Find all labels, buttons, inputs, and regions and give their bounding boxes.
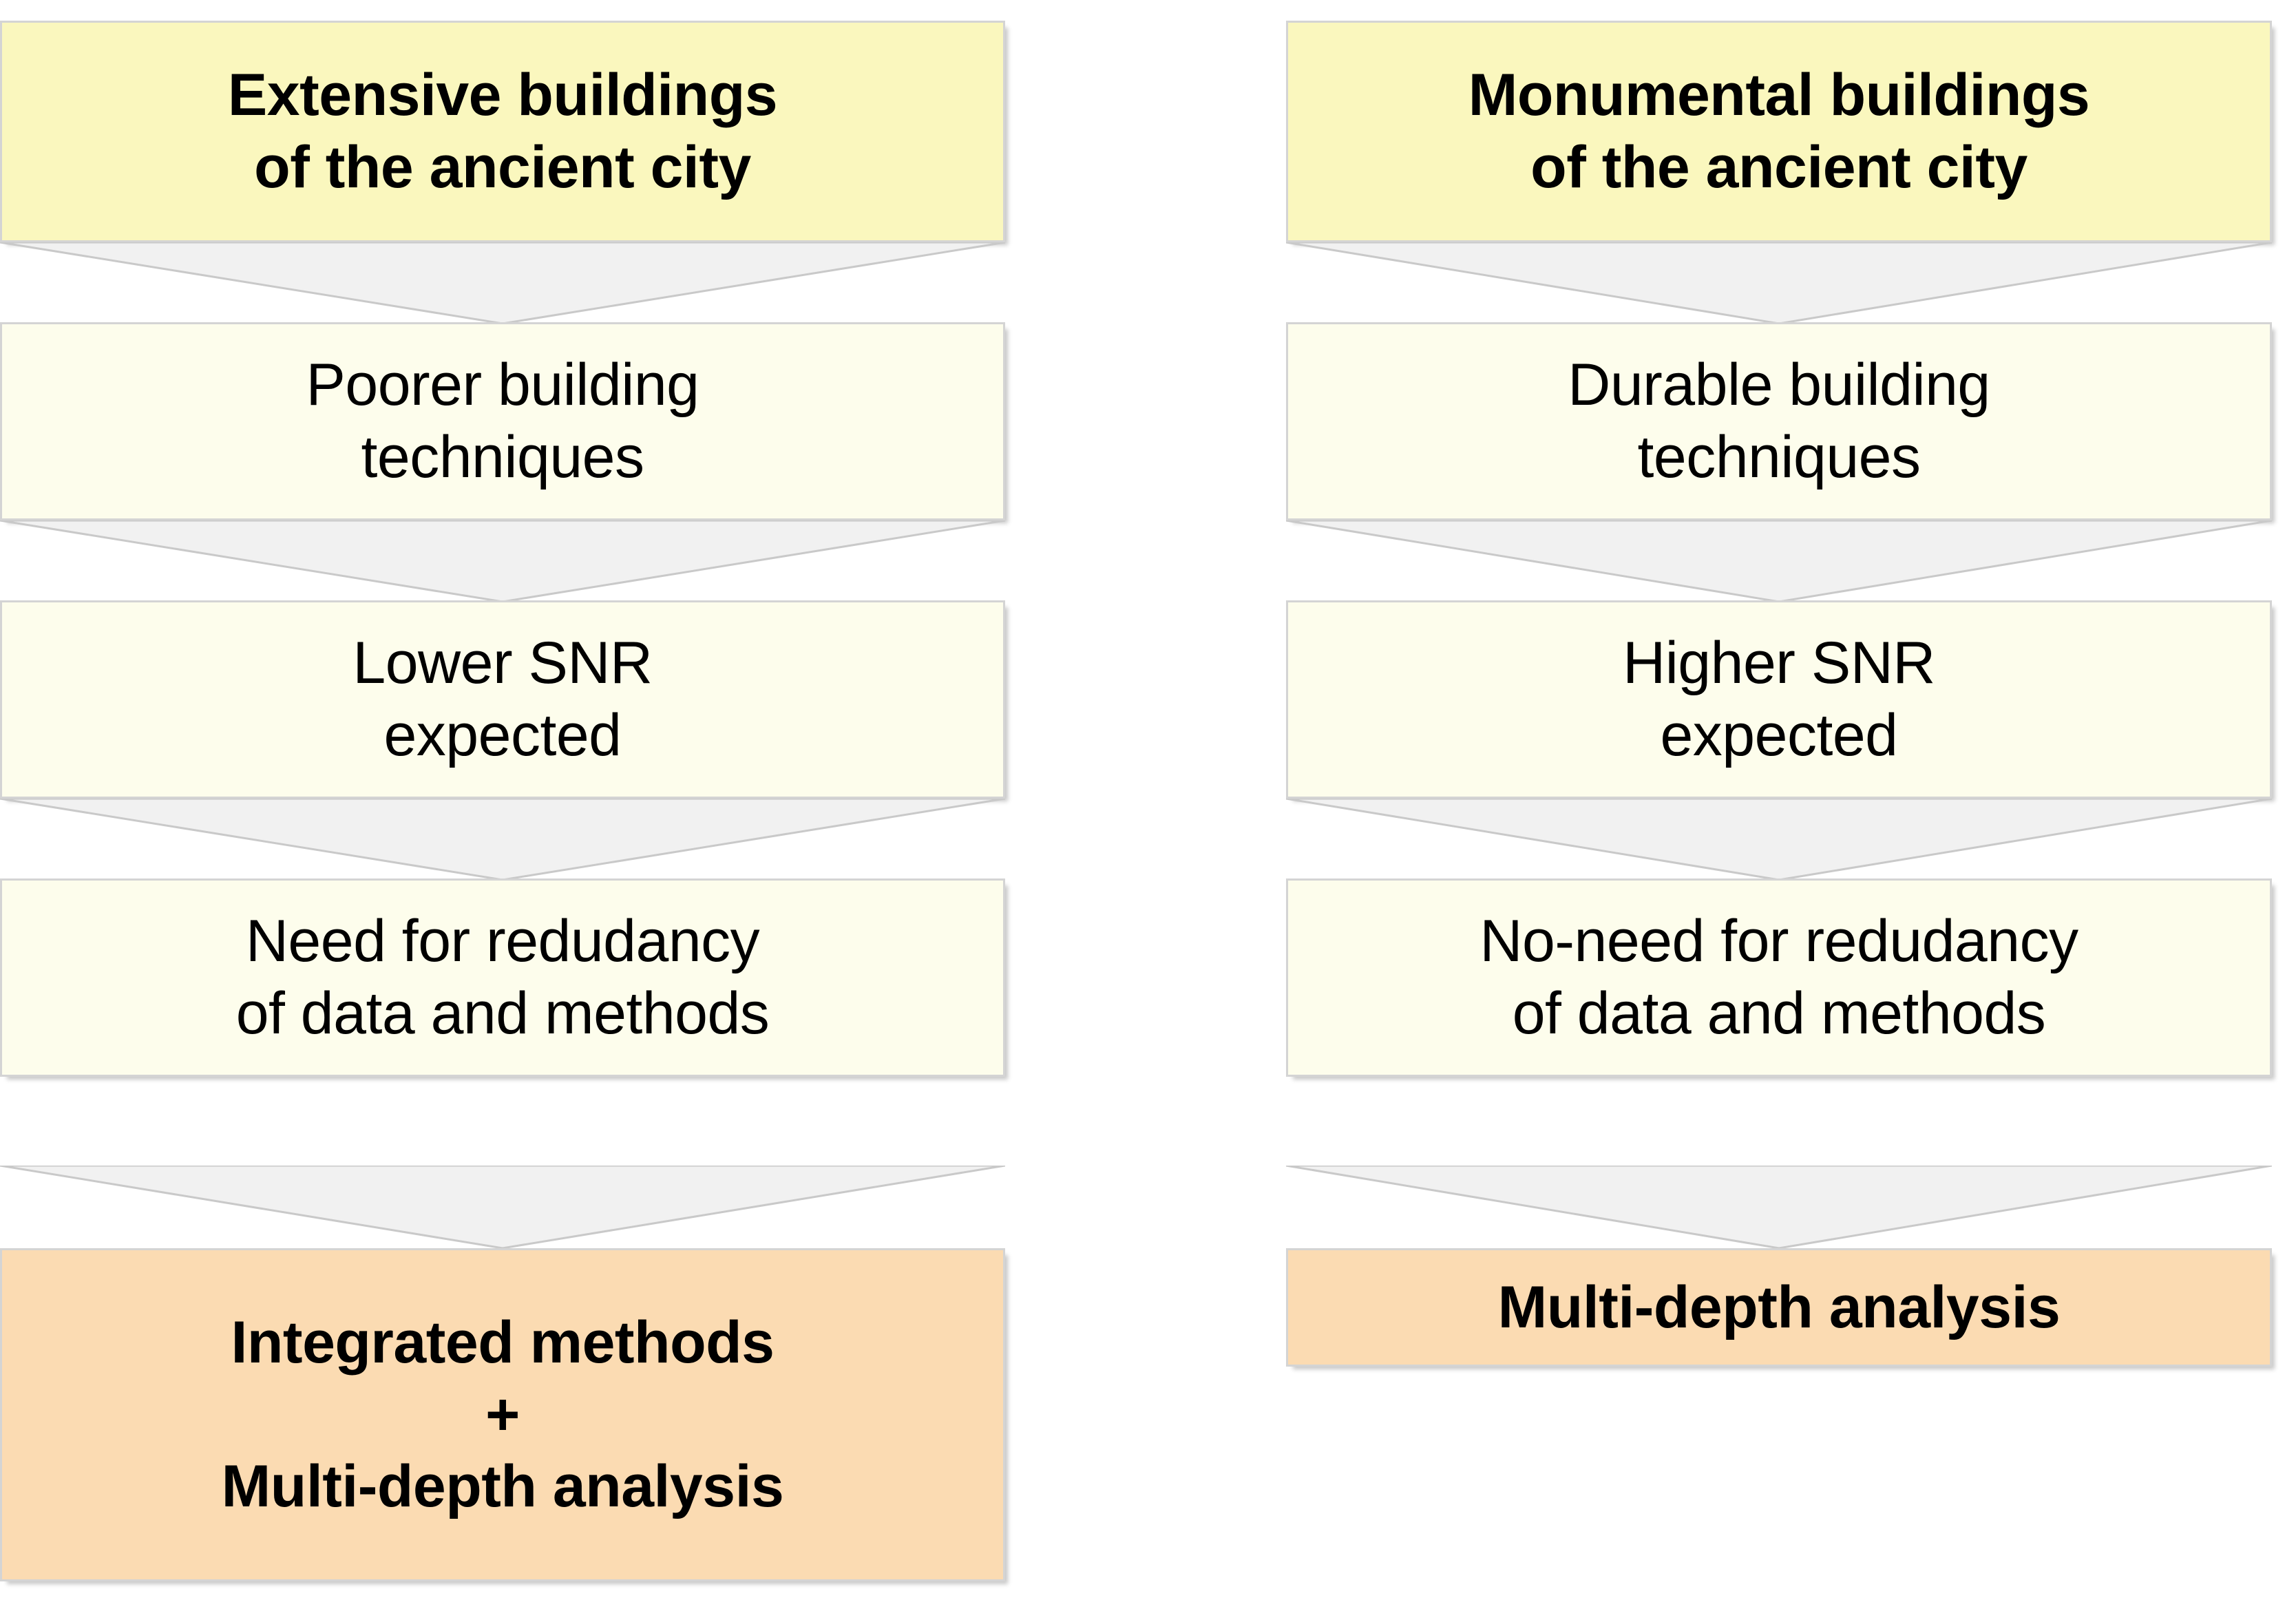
flow-node-line: Need for redudancy xyxy=(245,908,760,975)
flow-node-line: of the ancient city xyxy=(254,134,751,200)
flow-node-label: Integrated methods + Multi-depth analysi… xyxy=(2,1307,1003,1524)
flow-node-need-for-redudancy[interactable]: Need for redudancy of data and methods xyxy=(0,878,1005,1077)
connector-arrow-down-icon xyxy=(0,520,1005,602)
connector-arrow-down-icon xyxy=(0,1166,1005,1248)
connector-arrow-down-icon xyxy=(1286,242,2272,324)
flow-node-label: Poorer building techniques xyxy=(2,349,1003,494)
flow-node-extensive-buildings-start[interactable]: Extensive buildings of the ancient city xyxy=(0,21,1005,242)
flow-node-monumental-buildings-start[interactable]: Monumental buildings of the ancient city xyxy=(1286,21,2272,242)
flow-node-line: Monumental buildings xyxy=(1468,62,2090,129)
flow-node-line: + xyxy=(485,1381,520,1448)
flow-node-line: Integrated methods xyxy=(231,1309,775,1376)
flow-node-label: Multi-depth analysis xyxy=(1288,1272,2270,1344)
flow-node-line: Multi-depth analysis xyxy=(1497,1274,2061,1340)
flow-node-multi-depth-analysis[interactable]: Multi-depth analysis xyxy=(1286,1248,2272,1367)
connector-arrow-down-icon xyxy=(1286,1166,2272,1248)
flow-node-line: Lower SNR xyxy=(352,630,653,697)
flow-node-line: techniques xyxy=(1637,424,1921,490)
flow-node-poorer-building-techniques[interactable]: Poorer building techniques xyxy=(0,322,1005,520)
flow-node-line: No-need for redudancy xyxy=(1479,908,2078,975)
flow-node-lower-snr-expected[interactable]: Lower SNR expected xyxy=(0,600,1005,799)
flow-column-extensive-buildings: Extensive buildings of the ancient city … xyxy=(0,0,1005,1600)
flow-node-line: Higher SNR xyxy=(1623,630,1935,697)
connector-arrow-down-icon xyxy=(1286,799,2272,880)
flow-node-no-need-for-redudancy[interactable]: No-need for redudancy of data and method… xyxy=(1286,878,2272,1077)
flow-node-line: Multi-depth analysis xyxy=(221,1453,784,1520)
flow-node-line: techniques xyxy=(361,424,644,490)
flow-node-label: Durable building techniques xyxy=(1288,349,2270,494)
flow-node-line: of data and methods xyxy=(235,980,770,1046)
flow-node-label: Higher SNR expected xyxy=(1288,627,2270,772)
flow-node-integrated-methods-multi-depth-analysis[interactable]: Integrated methods + Multi-depth analysi… xyxy=(0,1248,1005,1581)
connector-arrow-down-icon xyxy=(1286,520,2272,602)
flow-node-line: of the ancient city xyxy=(1530,134,2028,200)
flow-node-line: of data and methods xyxy=(1512,980,2046,1046)
flow-node-label: Lower SNR expected xyxy=(2,627,1003,772)
flow-node-line: expected xyxy=(383,702,622,768)
flow-node-line: expected xyxy=(1660,702,1898,768)
connector-arrow-down-icon xyxy=(0,242,1005,324)
connector-arrow-down-icon xyxy=(0,799,1005,880)
flow-node-label: Extensive buildings of the ancient city xyxy=(2,59,1003,204)
flow-node-label: No-need for redudancy of data and method… xyxy=(1288,905,2270,1050)
flow-node-higher-snr-expected[interactable]: Higher SNR expected xyxy=(1286,600,2272,799)
flow-node-label: Need for redudancy of data and methods xyxy=(2,905,1003,1050)
flow-column-monumental-buildings: Monumental buildings of the ancient city… xyxy=(1286,0,2272,1600)
flow-node-line: Durable building xyxy=(1568,352,1990,419)
flow-node-durable-building-techniques[interactable]: Durable building techniques xyxy=(1286,322,2272,520)
flow-node-label: Monumental buildings of the ancient city xyxy=(1288,59,2270,204)
flow-node-line: Poorer building xyxy=(306,352,699,419)
flow-node-line: Extensive buildings xyxy=(227,62,778,129)
